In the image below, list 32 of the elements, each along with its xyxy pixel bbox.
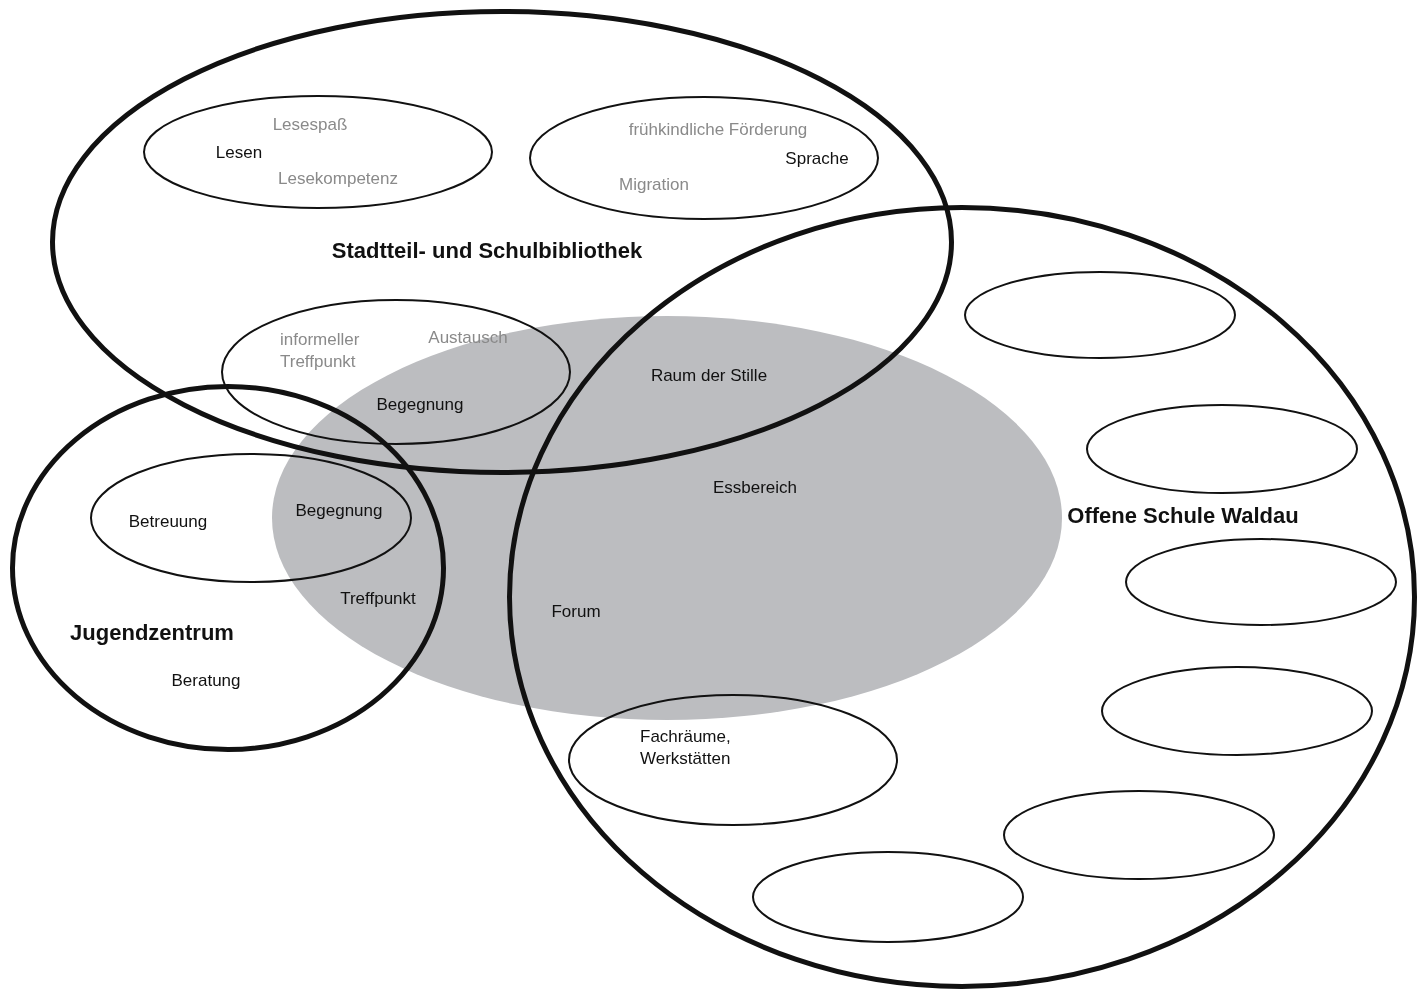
room-label: Raum der Stille	[650, 364, 768, 387]
topic-label: Betreuung	[128, 510, 208, 533]
topic-ellipse	[143, 95, 493, 209]
topic-ellipse	[568, 694, 898, 826]
keyword-label: frühkindliche Förderung	[628, 118, 808, 141]
venn-circle	[50, 9, 954, 475]
topic-label: Lesen	[215, 141, 263, 164]
shared-area	[272, 316, 1062, 720]
topic-label: Beratung	[171, 669, 241, 692]
empty-ellipse	[964, 271, 1236, 359]
topic-label: Begegnung	[295, 499, 383, 522]
area-title: Offene Schule Waldau	[1067, 501, 1299, 530]
topic-label: Treffpunkt	[340, 587, 416, 610]
keyword-label: Lesespaß	[272, 113, 348, 136]
topic-label: Fachräume, Werkstätten	[640, 725, 732, 770]
room-label: Essbereich	[712, 476, 798, 499]
topic-ellipse	[529, 96, 879, 220]
topic-ellipse	[221, 299, 571, 445]
topic-ellipse	[90, 453, 412, 583]
topic-label: Sprache	[785, 147, 849, 170]
empty-ellipse	[1086, 404, 1358, 494]
topic-label: Begegnung	[376, 393, 464, 416]
keyword-label: Lesekompetenz	[278, 167, 398, 190]
keyword-label: informeller Treffpunkt	[280, 328, 361, 373]
keyword-label: Migration	[619, 173, 689, 196]
empty-ellipse	[1125, 538, 1397, 626]
empty-ellipse	[1003, 790, 1275, 880]
area-title: Stadtteil- und Schulbibliothek	[331, 236, 643, 265]
empty-ellipse	[1101, 666, 1373, 756]
empty-ellipse	[752, 851, 1024, 943]
area-title: Jugendzentrum	[70, 618, 234, 647]
room-label: Forum	[551, 600, 601, 623]
